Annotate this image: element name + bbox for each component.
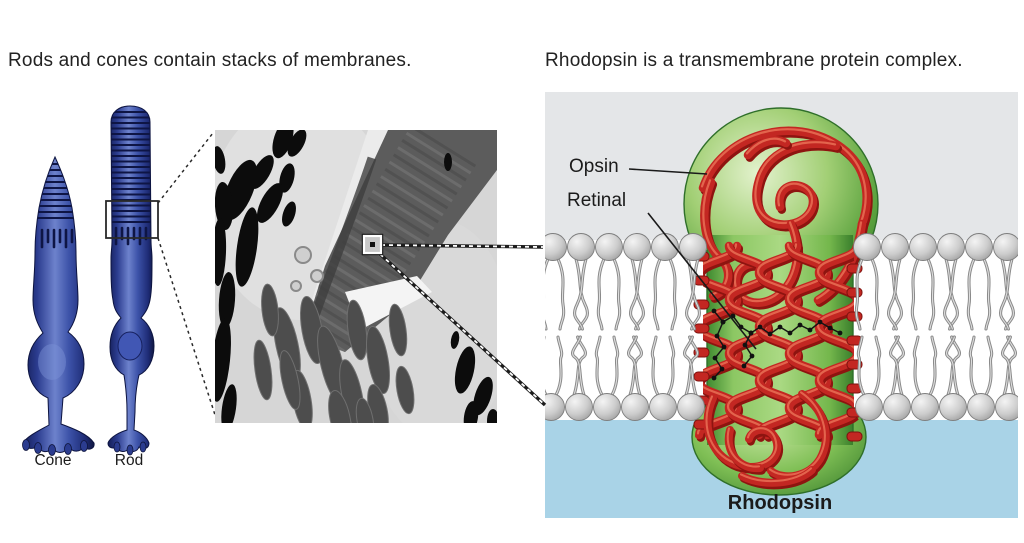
cone-label: Cone xyxy=(34,452,72,469)
phospholipid xyxy=(967,335,995,421)
phospholipid xyxy=(621,335,649,421)
retinal-pointer-line xyxy=(647,212,757,350)
rod-nucleus xyxy=(117,331,143,361)
phospholipid xyxy=(545,335,565,421)
lipid-bilayer xyxy=(545,233,1018,421)
phospholipid xyxy=(595,233,623,331)
phospholipid xyxy=(995,335,1018,421)
rhodopsin-panel xyxy=(545,92,1018,518)
phospholipid xyxy=(593,335,621,421)
micrograph-callout xyxy=(361,233,547,407)
rod-label: Rod xyxy=(114,452,144,469)
cytoplasmic-ribbons xyxy=(703,390,832,490)
rhodopsin-label: Rhodopsin xyxy=(727,492,833,514)
opsin-pointer-line xyxy=(628,168,708,175)
phospholipid xyxy=(545,233,567,331)
cone-body-highlight xyxy=(38,344,66,380)
phospholipid xyxy=(965,233,993,331)
phospholipid xyxy=(911,335,939,421)
phospholipid xyxy=(677,335,705,421)
vesicles xyxy=(290,246,324,292)
phospholipid xyxy=(567,233,595,331)
cone-cell xyxy=(22,156,95,456)
phospholipid xyxy=(937,233,965,331)
retinal-label: Retinal xyxy=(567,190,627,211)
opsin-label: Opsin xyxy=(569,156,619,177)
rod-synaptic-terminals xyxy=(113,441,147,456)
mitochondria-cluster xyxy=(253,283,415,423)
electron-micrograph xyxy=(215,130,497,423)
dark-organelles xyxy=(215,130,497,423)
phospholipid xyxy=(855,335,883,421)
phospholipid xyxy=(881,233,909,331)
phospholipid xyxy=(565,335,593,421)
phospholipid xyxy=(623,233,651,331)
phospholipid xyxy=(853,233,881,331)
zoom-leader-bottom xyxy=(157,237,217,419)
phospholipid xyxy=(909,233,937,331)
left-panel-title: Rods and cones contain stacks of membran… xyxy=(8,50,412,71)
phospholipid xyxy=(651,233,679,331)
rod-cell xyxy=(107,105,155,456)
cone-synaptic-terminals xyxy=(22,439,88,456)
transmembrane-helices xyxy=(695,241,863,442)
phospholipid xyxy=(883,335,911,421)
phospholipid xyxy=(679,233,707,331)
phospholipid xyxy=(993,233,1018,331)
rod-outer-segment-stripes xyxy=(108,111,154,246)
zoom-leader-top xyxy=(157,132,214,204)
right-panel-title: Rhodopsin is a transmembrane protein com… xyxy=(545,50,963,71)
phospholipid xyxy=(939,335,967,421)
phospholipid xyxy=(649,335,677,421)
helix-edge-stubs xyxy=(693,251,863,442)
rod-zoom-box xyxy=(105,200,159,239)
